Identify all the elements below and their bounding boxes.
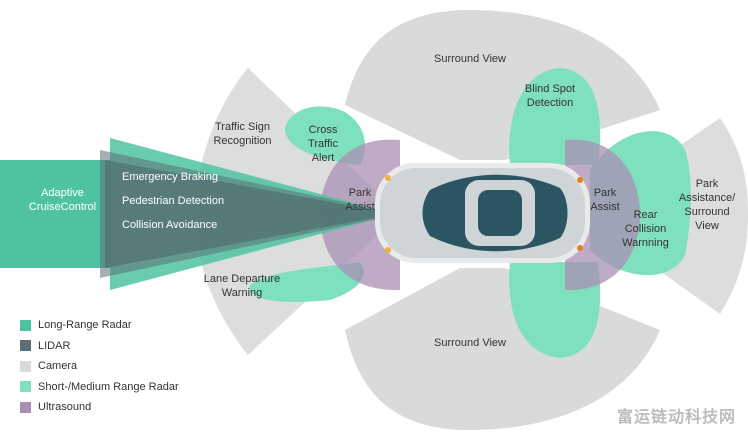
legend-label: Camera — [38, 360, 78, 373]
legend-swatch — [20, 360, 31, 372]
legend-swatch — [20, 381, 31, 393]
legend-item: LIDAR — [20, 336, 179, 357]
emergency-braking-label: Emergency Braking — [122, 171, 218, 183]
long-range-radar-box — [0, 160, 110, 268]
pedestrian-detection-label: Pedestrian Detection — [122, 195, 225, 207]
park-assistance-surround-label: Park Assistance/ Surround View — [678, 178, 736, 232]
legend-swatch — [20, 319, 31, 331]
traffic-sign-label: Traffic Sign Recognition — [213, 121, 272, 147]
lane-departure-label: Lane Departure Warning — [203, 273, 281, 299]
adaptive-cruise-label: Adaptive CruiseControl — [28, 187, 97, 213]
legend-item: Short-/Medium Range Radar — [20, 377, 179, 398]
legend-item: Ultrasound — [20, 397, 179, 418]
blind-spot-label: Blind Spot Detection — [524, 83, 576, 109]
legend-label: Long-Range Radar — [38, 319, 132, 332]
legend-item: Camera — [20, 356, 179, 377]
legend: Long-Range Radar LIDAR Camera Short-/Med… — [20, 315, 179, 418]
collision-avoidance-label: Collision Avoidance — [122, 219, 218, 231]
watermark: 富运链动科技网 — [616, 407, 736, 426]
surround-view-top-label: Surround View — [434, 53, 506, 65]
legend-label: Short-/Medium Range Radar — [38, 380, 179, 393]
park-assist-front-label: Park Assist — [345, 187, 375, 213]
legend-swatch — [20, 340, 31, 352]
camera-zone-top — [345, 10, 660, 160]
radar-cross-traffic — [285, 106, 365, 165]
rear-collision-label: Rear Collision Warnning — [622, 209, 669, 249]
legend-item: Long-Range Radar — [20, 315, 179, 336]
car-icon — [375, 163, 590, 263]
ultrasound-rear — [565, 139, 640, 291]
legend-label: LIDAR — [38, 339, 71, 352]
lidar-beam-inner — [105, 160, 395, 268]
surround-view-bottom-label: Surround View — [434, 337, 506, 349]
legend-swatch — [20, 401, 31, 413]
radar-lane-departure — [249, 262, 364, 302]
legend-label: Ultrasound — [38, 401, 92, 414]
park-assist-rear-label: Park Assist — [590, 187, 620, 213]
cross-traffic-label: Cross Traffic Alert — [308, 124, 338, 164]
